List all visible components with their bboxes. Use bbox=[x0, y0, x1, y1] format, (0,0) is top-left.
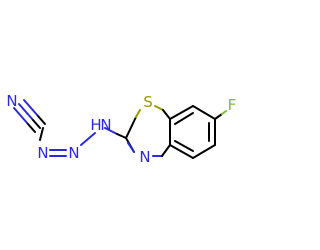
molecule-diagram: N N N H N S N F bbox=[6, 92, 237, 166]
atom-n-cyano: N bbox=[6, 92, 17, 110]
atom-n-hydrazo: N bbox=[100, 116, 111, 134]
c-n-bond bbox=[39, 127, 44, 141]
atom-h: H bbox=[90, 116, 101, 134]
azo-double-bond bbox=[49, 149, 67, 157]
atom-n-azo-2: N bbox=[68, 144, 79, 162]
atom-n-azo-1: N bbox=[37, 144, 48, 162]
atom-s: S bbox=[143, 93, 153, 111]
atom-n-ring: N bbox=[139, 148, 150, 166]
c-f-bond bbox=[214, 113, 223, 120]
n-nh-bond bbox=[80, 132, 96, 146]
nh-c2-bond bbox=[104, 127, 118, 135]
thiazole-ring bbox=[125, 105, 171, 157]
atom-f: F bbox=[228, 96, 237, 114]
cyano-triple-bond bbox=[13, 99, 46, 133]
benzene-ring bbox=[169, 105, 216, 159]
